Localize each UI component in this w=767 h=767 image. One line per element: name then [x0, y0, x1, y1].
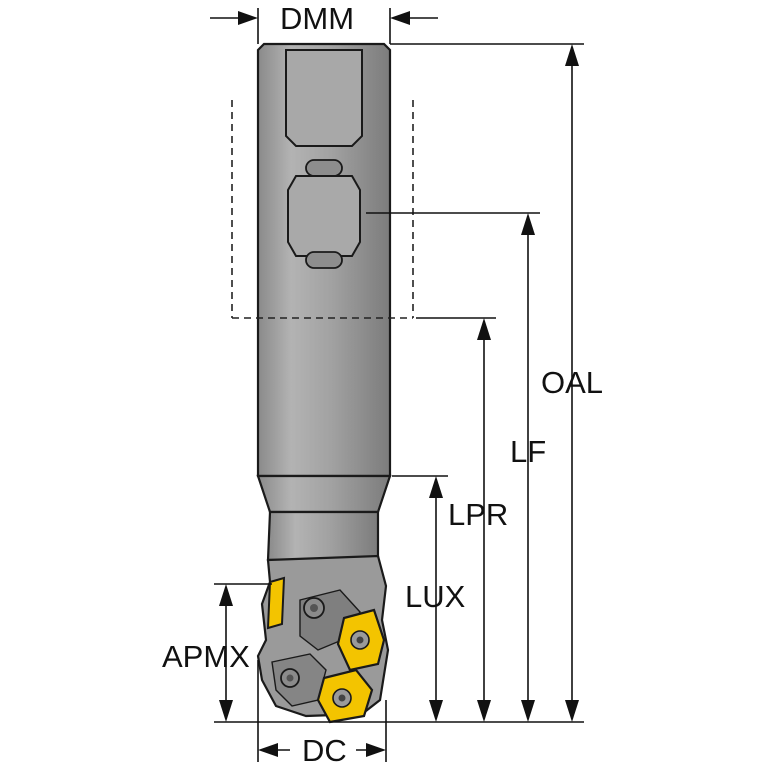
label-dc: DC [302, 733, 347, 767]
dimension-lux: LUX [392, 475, 466, 722]
upper-insert-screw-hole [356, 636, 364, 644]
label-apmx: APMX [162, 639, 250, 674]
shank-slot [287, 175, 361, 257]
label-lpr: LPR [448, 497, 508, 532]
dimension-dc: DC [257, 660, 387, 767]
slot-bottom-cap [305, 251, 343, 269]
dimension-apmx: APMX [162, 583, 272, 722]
shank-flat [285, 49, 363, 147]
clamping-zone [231, 100, 414, 319]
side-insert [266, 576, 286, 630]
slot-top-cap [305, 159, 343, 177]
dimension-oal: OAL [390, 43, 603, 722]
dimension-dmm: DMM [210, 1, 438, 44]
lower-insert-screw-hole [338, 694, 346, 702]
label-lux: LUX [405, 579, 466, 614]
dimension-lf: LF [366, 212, 546, 722]
label-oal: OAL [541, 365, 603, 400]
dimension-lpr: LPR [416, 317, 508, 722]
lower-screw-inner [286, 674, 294, 682]
tool-neck [256, 474, 392, 514]
end-mill-tool [256, 42, 392, 724]
tool-neck-ring [266, 510, 380, 562]
label-lf: LF [510, 434, 546, 469]
body-screw-inner [310, 604, 318, 612]
label-dmm: DMM [280, 1, 354, 36]
